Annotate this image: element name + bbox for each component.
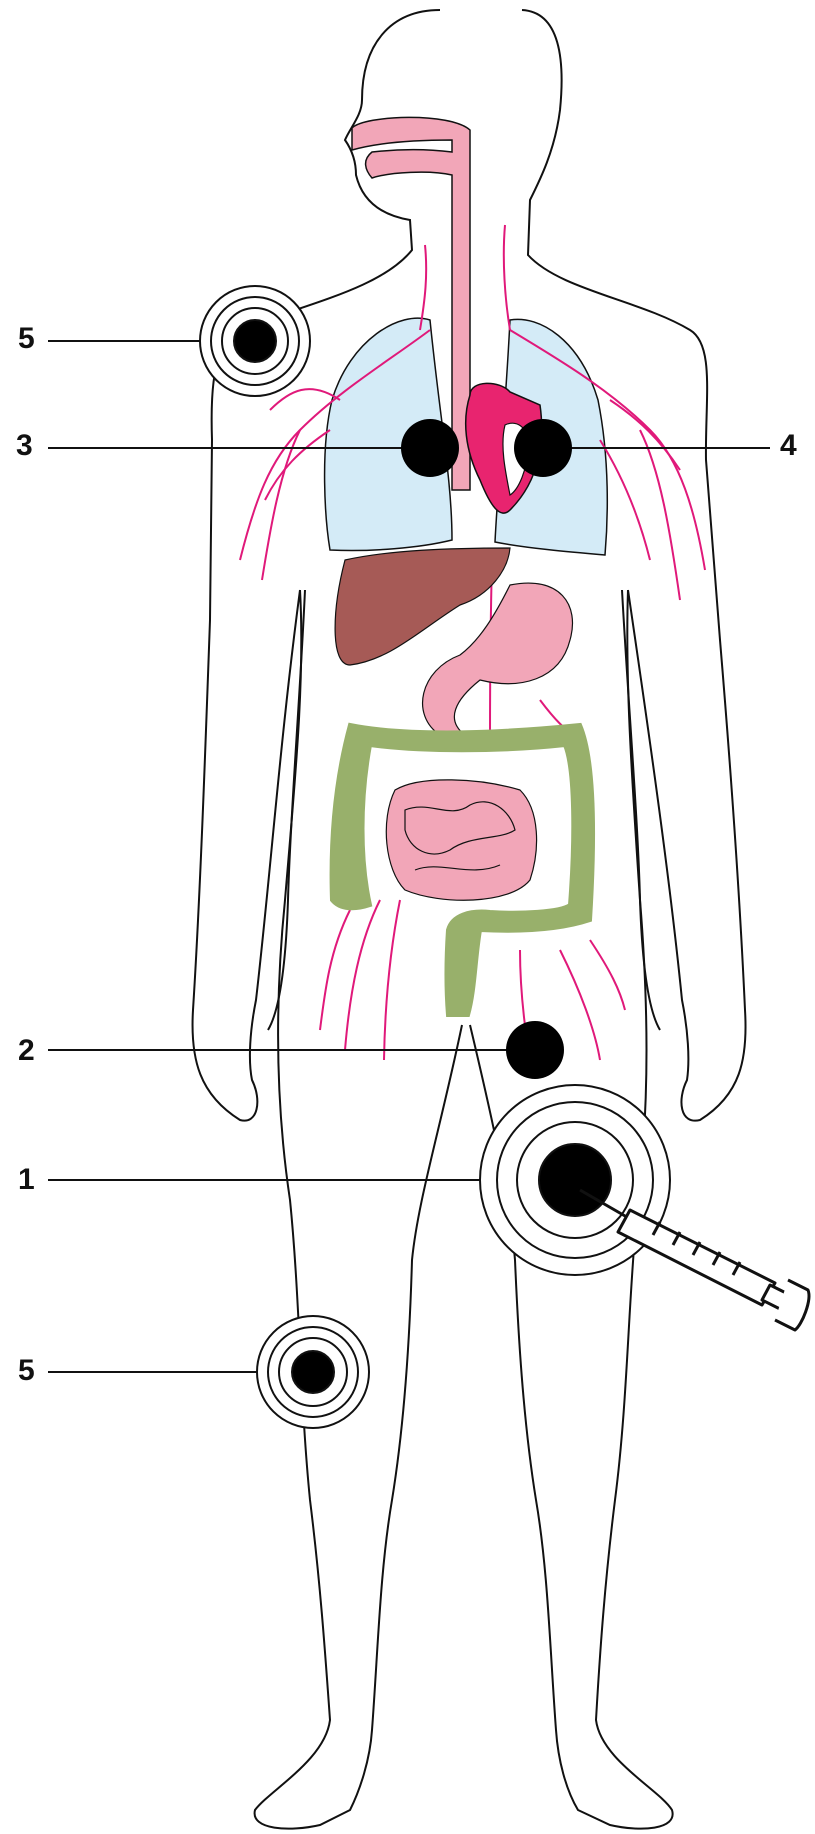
marker-2[interactable] — [506, 1021, 564, 1079]
marker-1[interactable] — [480, 1085, 670, 1275]
callout-label-3: 3 — [16, 431, 33, 461]
marker-5-upper[interactable] — [200, 286, 310, 396]
marker-5-lower[interactable] — [257, 1316, 369, 1428]
callout-label-5-lower: 5 — [18, 1356, 35, 1386]
callout-label-4: 4 — [780, 431, 797, 461]
callout-label-2: 2 — [18, 1036, 35, 1066]
marker-3[interactable] — [401, 419, 459, 477]
marker-4[interactable] — [514, 419, 572, 477]
callout-label-5-upper: 5 — [18, 324, 35, 354]
callout-label-1: 1 — [18, 1165, 35, 1195]
